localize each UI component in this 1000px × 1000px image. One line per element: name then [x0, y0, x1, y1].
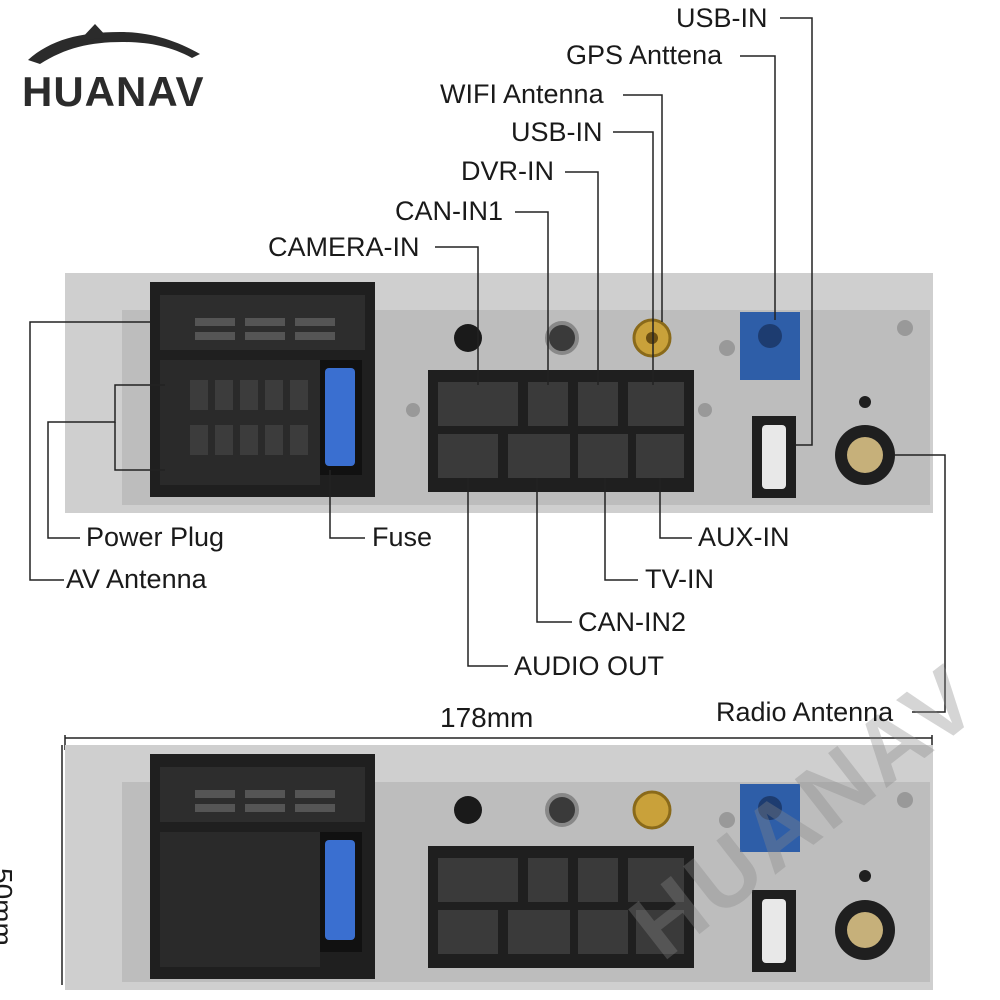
label-tv-in: TV-IN: [645, 564, 715, 594]
car-silhouette-icon: [28, 24, 200, 64]
fuse: [325, 840, 355, 940]
label-fuse: Fuse: [372, 522, 433, 552]
label-wifi-antenna: WIFI Antenna: [440, 79, 604, 109]
can-in1-jack: [545, 321, 579, 355]
label-usb-in: USB-IN: [511, 117, 603, 147]
label-power-plug: Power Plug: [86, 522, 225, 552]
dimension-width: 178mm: [440, 702, 534, 733]
brand-name: HUANAV: [22, 68, 205, 115]
label-av-antenna: AV Antenna: [66, 564, 207, 594]
label-can-in1: CAN-IN1: [395, 196, 504, 226]
label-camera-in: CAMERA-IN: [268, 232, 420, 262]
label-can-in2: CAN-IN2: [578, 607, 687, 637]
label-usb-in-top: USB-IN: [676, 3, 768, 33]
dimension-height: 50mm: [0, 868, 18, 946]
label-dvr-in: DVR-IN: [461, 156, 554, 186]
label-aux-in: AUX-IN: [698, 522, 790, 552]
fuse: [325, 368, 355, 466]
label-audio-out: AUDIO OUT: [514, 651, 665, 681]
camera-in-jack: [454, 324, 482, 352]
label-gps-antenna: GPS Anttena: [566, 40, 723, 70]
label-radio-antenna: Radio Antenna: [716, 697, 894, 727]
